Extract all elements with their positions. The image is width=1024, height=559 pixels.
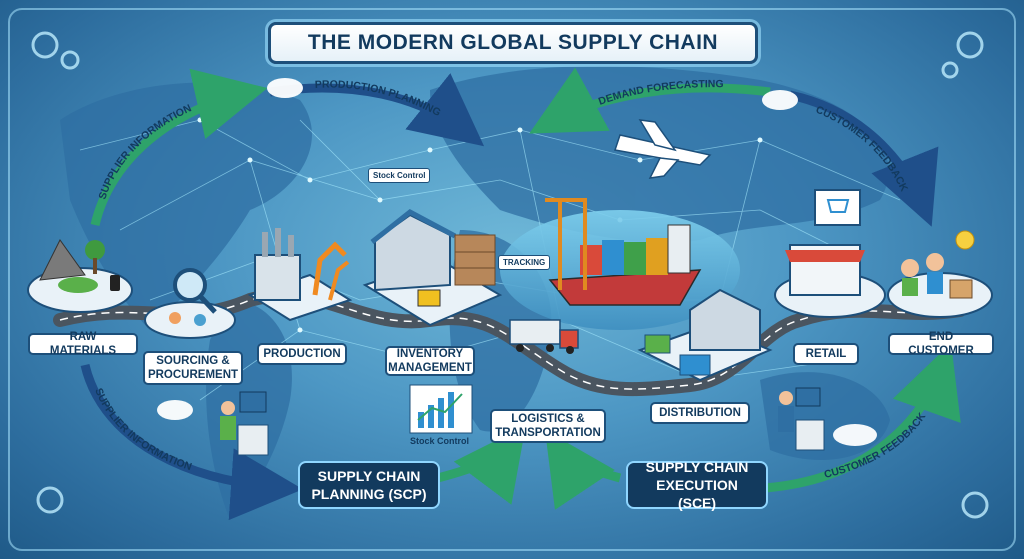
logistics-label: LOGISTICS & TRANSPORTATION: [490, 409, 606, 443]
demand-forecasting-arrow: [529, 67, 771, 134]
airplane: [614, 119, 712, 179]
sce-label: SUPPLY CHAIN EXECUTION (SCE): [626, 459, 768, 511]
stock-control-chart-label: Stock Control: [410, 436, 470, 446]
executor-person: [778, 387, 825, 451]
stock-control-screen-label: Stock Control: [368, 168, 431, 183]
clouds: [157, 78, 877, 446]
supplier-info-bottom-label: SUPPLIER INFORMATION: [92, 386, 193, 473]
svg-text:PRODUCTION PLANNING: PRODUCTION PLANNING: [315, 78, 443, 119]
platform-end-customer: [887, 230, 993, 318]
raw-materials-label: RAW MATERIALS: [28, 331, 138, 357]
tracking-label: TRACKING: [498, 255, 551, 270]
truck: [509, 319, 579, 354]
customer-feedback-top-arrow: [789, 90, 939, 227]
distribution-label: DISTRIBUTION: [650, 402, 750, 424]
inventory-label: INVENTORY MANAGEMENT: [385, 346, 475, 376]
customer-feedback-bottom-arrow: [764, 343, 961, 493]
scp-to-logistics-arrow: [428, 425, 526, 505]
platform-sourcing: [144, 268, 236, 339]
platform-raw-materials: [27, 239, 133, 313]
cargo-ship: [545, 198, 702, 306]
platform-production: [247, 228, 353, 322]
gears: [31, 31, 989, 519]
end-customer-label: END CUSTOMER: [888, 331, 994, 357]
scp-label: SUPPLY CHAIN PLANNING (SCP): [298, 461, 440, 509]
supplier-info-top-arrow: [90, 68, 268, 227]
sce-to-logistics-arrow: [545, 430, 622, 510]
platform-distribution: [637, 288, 773, 382]
platform-inventory: [362, 209, 503, 327]
stock-chart: [409, 384, 473, 434]
retail-label: RETAIL: [793, 343, 859, 365]
page-title-box: THE MODERN GLOBAL SUPPLY CHAIN: [268, 22, 758, 64]
page-title: THE MODERN GLOBAL SUPPLY CHAIN: [307, 31, 719, 54]
supplier-info-bottom-arrow: [80, 363, 303, 521]
production-label: PRODUCTION: [257, 343, 347, 365]
platform-retail: [774, 189, 886, 318]
tech-frame: [8, 8, 1016, 551]
production-planning-label: PRODUCTION PLANNING: [315, 78, 443, 119]
sourcing-label: SOURCING & PROCUREMENT: [143, 351, 243, 385]
planner-person: [220, 391, 269, 456]
svg-text:SUPPLIER INFORMATION: SUPPLIER INFORMATION: [92, 386, 193, 473]
road-markings: [59, 294, 961, 390]
